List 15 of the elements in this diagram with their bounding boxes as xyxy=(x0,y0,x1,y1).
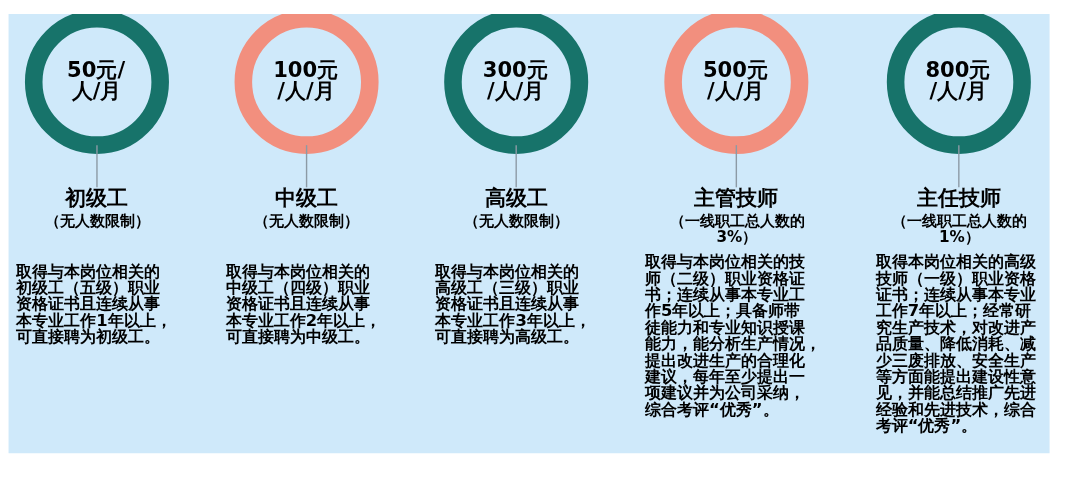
node-text: 主管技师 （一线职工总人数的3%） 取得与本岗位相关的技师（二级）职业资格证书；连续从事本专业工作5年以上；具备师带徒能力和专业知识授课能力，能分析生产情况，提出改进生产的合理化建议，每年至少提出一项建议并为公司采纳，综合考评“优秀”。 xyxy=(645,184,821,419)
connector xyxy=(305,143,308,188)
node-text: 高级工 （无人数限制） 取得与本岗位相关的高级工（三级）职业资格证书且连续从事本专业工作3年以上，可直接聘为高级工。 xyxy=(435,184,591,346)
connector xyxy=(735,143,738,188)
connector xyxy=(958,143,960,188)
connector xyxy=(515,143,517,188)
connector xyxy=(96,143,98,188)
node-circle: 300元/人/月 xyxy=(444,13,589,154)
node-circle: 500元/人/月 xyxy=(664,13,809,154)
node-text: 中级工 （无人数限制） 取得与本岗位相关的中级工（四级）职业资格证书且连续从事本专业工作2年以上，可直接聘为中级工。 xyxy=(225,184,382,346)
node-circle: 100元/人/月 xyxy=(234,13,379,154)
node-circle: 800元/人/月 xyxy=(886,13,1031,154)
node-text: 初级工 （无人数限制） 取得与本岗位相关的初级工（五级）职业资格证书且连续从事本专业工作1年以上，可直接聘为初级工。 xyxy=(16,184,172,346)
node-circle: 50元/人/月 xyxy=(24,13,169,154)
node-text: 主任技师 （一线职工总人数的1%） 取得本岗位相关的高级技师（一级）职业资格证书；连续从事本专业工作7年以上；经常研究生产技术，对改进产品质量、降低消耗、减少三废排放、安全生产等方面能提出建设性意见，并能总结推广先进经验和先进技术，综合考评“优秀”。 xyxy=(875,184,1036,435)
